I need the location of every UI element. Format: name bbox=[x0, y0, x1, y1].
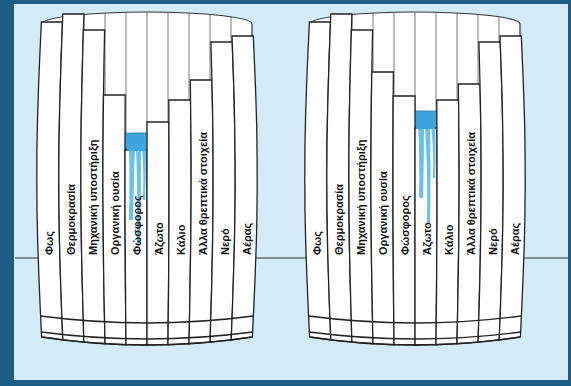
barrel-stave bbox=[393, 96, 415, 345]
water-stream bbox=[431, 126, 436, 178]
stave-label: Οργανική ουσία bbox=[376, 95, 390, 255]
stave-label: Θερμοκρασία bbox=[64, 95, 78, 255]
barrel-stave bbox=[371, 72, 394, 345]
water-stream bbox=[142, 148, 146, 200]
stave-label: Φως bbox=[310, 95, 324, 255]
stave-label: Φως bbox=[42, 95, 56, 255]
stave-label: Νερό bbox=[486, 95, 500, 255]
stave-label: Κάλιο bbox=[174, 95, 188, 255]
stave-label: Οργανική ουσία bbox=[108, 95, 122, 255]
barrel-hoop bbox=[41, 332, 252, 339]
stave-label: Φώσφορος bbox=[398, 95, 412, 255]
stave-label: Θερμοκρασία bbox=[332, 95, 346, 255]
barrel-bottom bbox=[310, 337, 521, 345]
stave-label: Νερό bbox=[218, 95, 232, 255]
stave-label: Αέρας bbox=[240, 95, 254, 255]
stave-label: Φώσφορος bbox=[130, 95, 144, 255]
barrel bbox=[37, 12, 257, 345]
barrel-stave bbox=[436, 100, 459, 345]
barrel-stave bbox=[231, 36, 257, 340]
barrel-stave bbox=[81, 30, 105, 344]
barrel-stave bbox=[103, 95, 126, 345]
barrel-stave bbox=[457, 84, 481, 344]
stave-label: Κάλιο bbox=[442, 95, 456, 255]
barrel-hoop bbox=[309, 316, 522, 323]
barrel-stave bbox=[210, 42, 235, 342]
water-overflow bbox=[127, 145, 146, 151]
barrel-stave bbox=[478, 42, 503, 342]
barrel bbox=[305, 12, 525, 345]
barrel-bottom bbox=[42, 337, 253, 345]
stave-label: Άζωτο bbox=[152, 95, 166, 255]
barrel-stave bbox=[499, 36, 525, 340]
stave-label: Άζωτο bbox=[420, 95, 434, 255]
barrel-hoop bbox=[309, 332, 520, 339]
stave-label: Άλλα θρεπτικά στοιχεία bbox=[196, 95, 210, 255]
barrel-hoop bbox=[41, 316, 254, 323]
barrel-stave bbox=[189, 80, 213, 344]
barrel-stave bbox=[168, 100, 191, 345]
barrel-stave bbox=[59, 14, 84, 342]
stave-label: Μηχανική υποστήριξη bbox=[86, 95, 100, 255]
barrel-stave bbox=[327, 14, 352, 342]
stave-label: Αέρας bbox=[508, 95, 522, 255]
barrel-stave bbox=[349, 30, 373, 344]
water-overflow bbox=[416, 123, 435, 129]
water-stream bbox=[418, 126, 424, 198]
stave-label: Άλλα θρεπτικά στοιχεία bbox=[464, 95, 478, 255]
water-stream bbox=[425, 126, 431, 223]
stave-label: Μηχανική υποστήριξη bbox=[354, 95, 368, 255]
